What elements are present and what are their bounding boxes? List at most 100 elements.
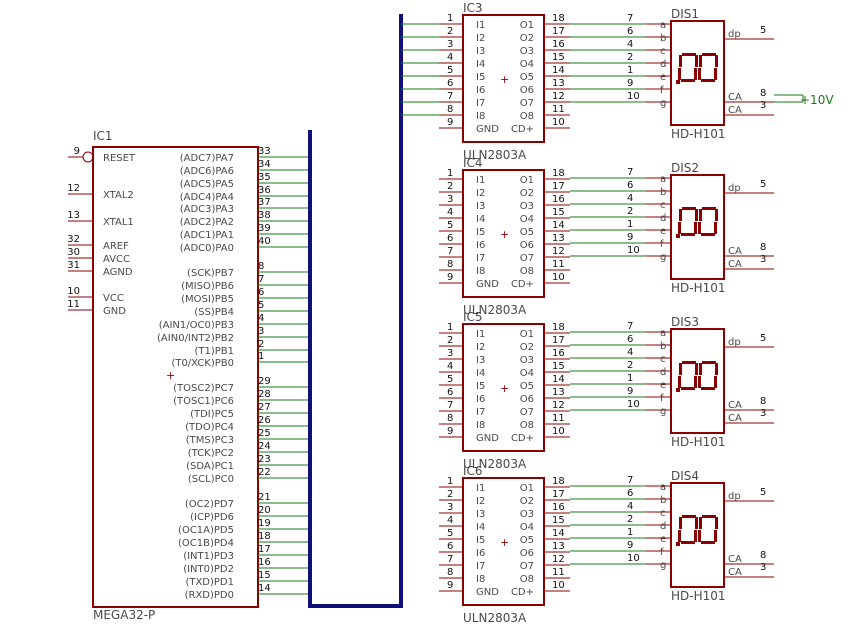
display-value: HD-H101 <box>671 127 726 141</box>
driver-pin-number: 8 <box>447 259 453 270</box>
display-pin-label: b <box>660 33 666 44</box>
driver-pin-label: I5 <box>476 381 485 392</box>
driver-pin-number: 6 <box>447 387 453 398</box>
driver-pin-label: O6 <box>520 394 534 405</box>
driver-pin-label: O2 <box>520 188 534 199</box>
digit-segment <box>679 517 682 529</box>
display-pin-label: CA <box>728 105 742 116</box>
mcu-pin-label: VCC <box>103 293 124 304</box>
digit-segment <box>681 541 695 544</box>
display-pin-label: CA <box>728 246 742 257</box>
display-pin-number: 6 <box>627 180 633 191</box>
mcu-pin-label: AGND <box>103 267 133 278</box>
mcu-pin-number: 3 <box>258 326 264 337</box>
driver-pin-label: O5 <box>520 535 534 546</box>
digit-segment <box>702 207 716 210</box>
mcu-pin-number: 2 <box>258 339 264 350</box>
digit-segment <box>694 222 697 234</box>
driver-pin-number: 1 <box>447 476 453 487</box>
digit-segment <box>701 541 715 544</box>
driver-pin-number: 4 <box>447 52 453 63</box>
driver-pin-label: O1 <box>520 175 534 186</box>
driver-pin-label: O8 <box>520 111 534 122</box>
display-pin-number: 1 <box>627 527 633 538</box>
driver-pin-number: 17 <box>552 335 565 346</box>
display-pin-label: CA <box>728 413 742 424</box>
mcu-pin-number: 12 <box>67 183 80 194</box>
driver-pin-label: I7 <box>476 407 485 418</box>
mcu-pin-label: (ADC3)PA3 <box>180 204 234 215</box>
display-pin-number: 7 <box>627 321 633 332</box>
driver-pin-number: 17 <box>552 181 565 192</box>
driver-pin-number: 14 <box>552 65 565 76</box>
driver-body <box>462 14 545 143</box>
driver-pin-label: O5 <box>520 72 534 83</box>
mcu-pin-label: AREF <box>103 241 129 252</box>
display-pin-label: dp <box>728 29 741 40</box>
display-pin-number: 3 <box>760 562 766 573</box>
driver-pin-number: 5 <box>447 374 453 385</box>
digit-segment <box>699 209 702 221</box>
driver-body <box>462 169 545 298</box>
driver-pin-label: O5 <box>520 381 534 392</box>
driver-pin-number: 1 <box>447 168 453 179</box>
display-pin-label: CA <box>728 554 742 565</box>
driver-pin-number: 16 <box>552 348 565 359</box>
display-pin-label: c <box>660 46 666 57</box>
digit-segment <box>714 530 717 542</box>
driver-pin-label: O6 <box>520 85 534 96</box>
driver-pin-number: 8 <box>447 413 453 424</box>
digit-segment <box>699 517 702 529</box>
display-name: DIS4 <box>671 469 699 483</box>
driver-value: ULN2803A <box>463 303 527 317</box>
driver-name: IC3 <box>463 1 483 15</box>
mcu-pin-label: XTAL2 <box>103 190 134 201</box>
driver-value: ULN2803A <box>463 148 527 162</box>
driver-pin-label: O8 <box>520 266 534 277</box>
mcu-pin-label: (ICP)PD6 <box>190 512 234 523</box>
display-pin-number: 5 <box>760 333 766 344</box>
display-pin-number: 8 <box>760 396 766 407</box>
driver-pin-number: 9 <box>447 580 453 591</box>
display-pin-label: b <box>660 341 666 352</box>
digit-segment <box>678 376 681 388</box>
driver-pin-label: GND <box>476 587 499 598</box>
mcu-ic1: IC1 MEGA32-P + 9RESET12XTAL213XTAL132ARE… <box>67 129 310 622</box>
display-pin-label: CA <box>728 259 742 270</box>
display-pin-number: 3 <box>760 100 766 111</box>
display-pin-label: g <box>660 98 666 109</box>
driver-pin-number: 7 <box>447 246 453 257</box>
digit-segment <box>701 233 715 236</box>
driver-pin-number: 11 <box>552 259 565 270</box>
driver-pin-label: I6 <box>476 85 485 96</box>
driver-pin-number: 4 <box>447 207 453 218</box>
mcu-pin-label: (INT0)PD2 <box>183 564 234 575</box>
display-pin-label: e <box>660 534 666 545</box>
driver-pin-label: O3 <box>520 201 534 212</box>
display-pin-label: b <box>660 495 666 506</box>
digit-segment <box>715 363 718 375</box>
origin-cross: + <box>500 73 509 86</box>
mcu-pin-number: 23 <box>258 454 271 465</box>
driver-pin-label: O8 <box>520 574 534 585</box>
digit-segment <box>682 53 696 56</box>
driver-pin-label: I4 <box>476 522 485 533</box>
driver-pin-number: 17 <box>552 26 565 37</box>
display-pin-number: 8 <box>760 550 766 561</box>
driver-pin-number: 7 <box>447 554 453 565</box>
mcu-pin-label: (TCK)PC2 <box>188 448 234 459</box>
mcu-pin-label: (TOSC2)PC7 <box>173 383 234 394</box>
driver-pin-label: I8 <box>476 574 485 585</box>
decimal-point <box>676 80 680 84</box>
digit-segment <box>714 376 717 388</box>
driver-name: IC6 <box>463 464 483 478</box>
digit-segment <box>698 68 701 80</box>
display-pin-label: e <box>660 226 666 237</box>
mcu-pin-label: (OC1B)PD4 <box>178 538 234 549</box>
driver-pin-number: 9 <box>447 117 453 128</box>
digit-segment <box>695 517 698 529</box>
driver-pin-label: O6 <box>520 548 534 559</box>
mcu-pin-number: 40 <box>258 236 271 247</box>
